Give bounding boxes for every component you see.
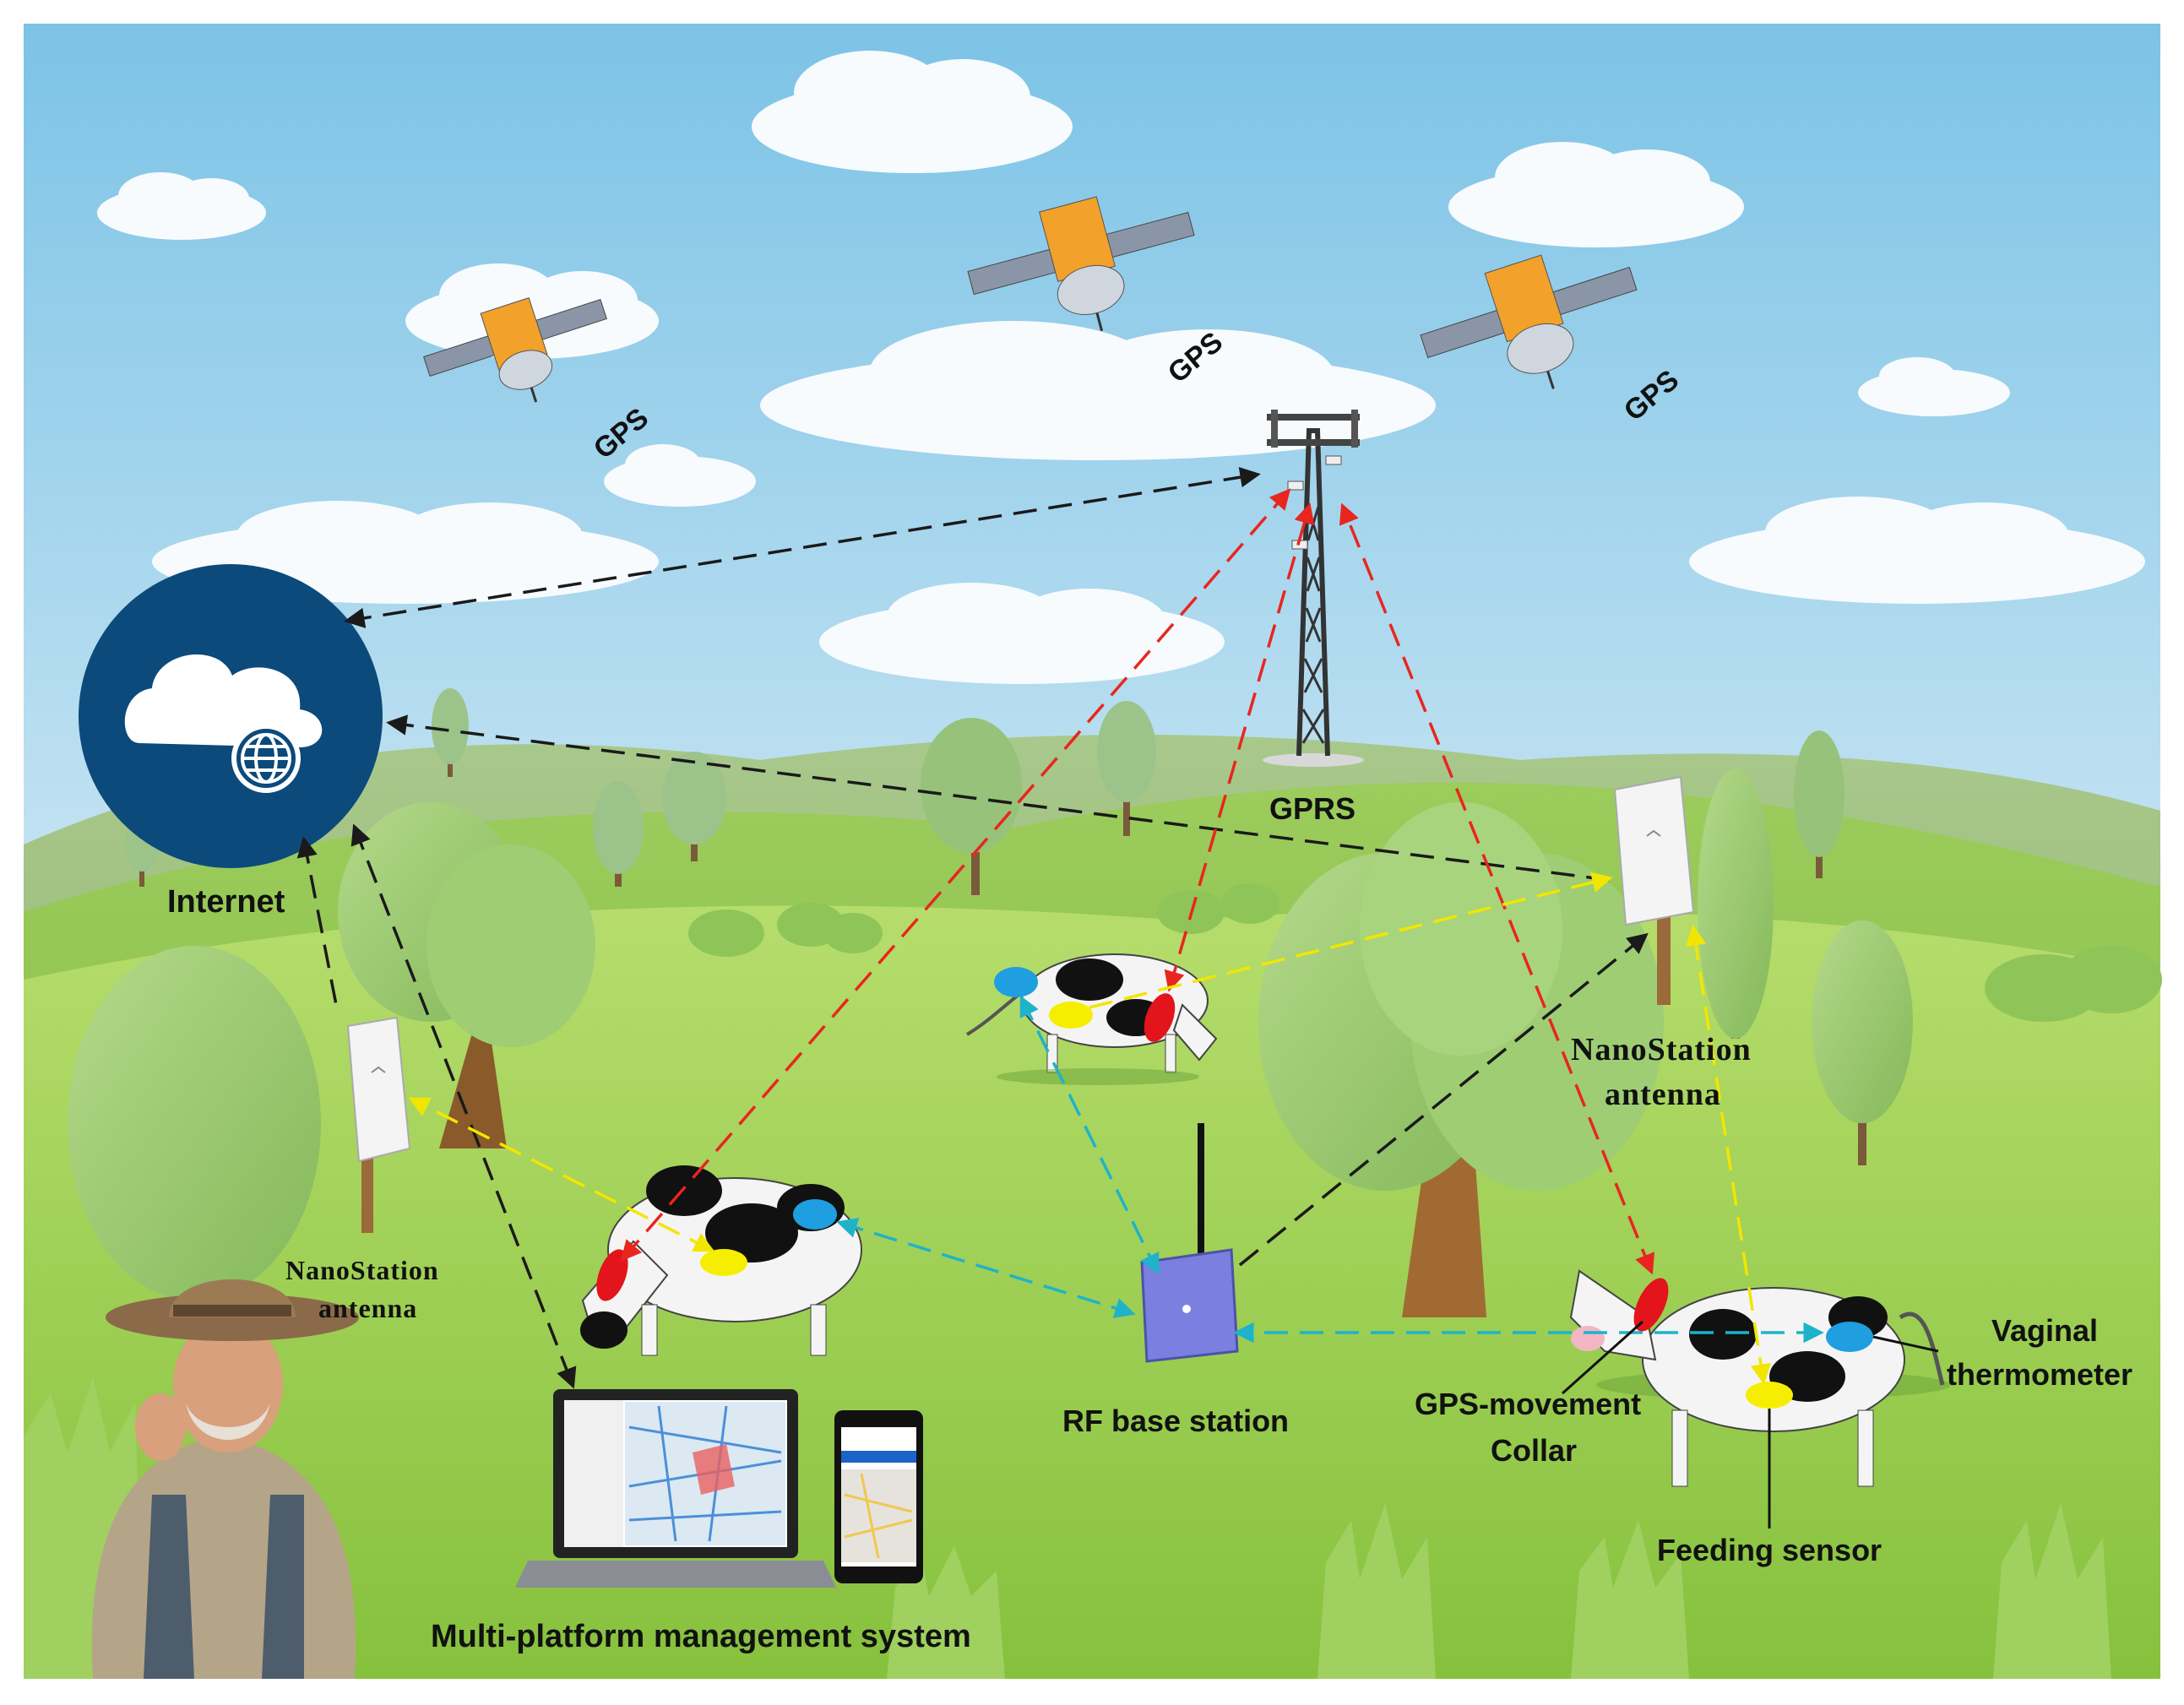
tree [1812,920,1913,1165]
gprs-label: GPRS [1269,791,1355,826]
cloud [760,321,1436,460]
management-system-label: Multi-platform management system [431,1619,971,1654]
cloud [1689,497,2145,604]
gps-collar-sensor [596,1249,628,1301]
vaginal-thermometer-sensor [793,1199,837,1230]
nanostation-right-label-line1: NanoStation [1571,1032,1752,1067]
collar-label-line1: GPS-movement [1415,1387,1641,1421]
satellite-3 [1420,254,1638,389]
satellite-1 [423,297,607,403]
callout-lines [1561,1320,1939,1529]
red-links [620,488,1655,1275]
internet-cloud-icon [79,564,383,868]
link-cow-left-gprs [620,488,1291,1262]
rf-base-station-label: RF base station [1062,1404,1289,1438]
nanostation-left-label-line1: NanoStation [285,1255,439,1285]
smartphone [834,1410,923,1583]
large-tree-left [68,946,321,1300]
vaginal-thermometer-label-line1: Vaginal [1991,1313,2098,1348]
laptop [515,1389,836,1588]
satellite-2 [967,196,1195,332]
tree [432,688,469,777]
gps-collar-sensor [1633,1278,1669,1332]
nanostation-right-label-line2: antenna [1605,1077,1721,1112]
nanostation-left-label-line2: antenna [318,1293,417,1323]
cyan-links [836,995,1824,1344]
link-cow-top-nanostation-right [1089,872,1613,1009]
feeding-sensor [700,1249,747,1276]
link-internet-nanostation-left [296,836,340,1014]
feeding-sensor [1049,1002,1093,1029]
link-cow-top-base [1019,995,1160,1275]
cloud [1448,142,1744,247]
tree [1794,730,1844,878]
internet-label: Internet [167,884,285,920]
vaginal-thermometer-sensor [1826,1322,1873,1352]
vaginal-thermometer-label-line2: thermometer [1947,1357,2132,1392]
link-cow-right-nanostation-right [1685,925,1772,1385]
link-cow-right-gprs [1339,502,1655,1275]
cloud [752,51,1073,173]
feeding-sensor-label: Feeding sensor [1657,1533,1882,1567]
collar-label-line2: Collar [1491,1433,1577,1468]
link-cow-left-base [836,1218,1136,1318]
globe-icon [241,733,291,784]
link-cow-left-nanostation-left [408,1097,715,1252]
yellow-links [408,872,1772,1385]
farmer [91,1279,359,1679]
feeding-sensor [1746,1382,1793,1409]
tree [1698,768,1774,1039]
link-cow-top-gprs [1164,502,1315,992]
cloud [97,172,266,240]
vaginal-thermometer-sensor [994,967,1038,997]
cloud [1858,357,2010,416]
